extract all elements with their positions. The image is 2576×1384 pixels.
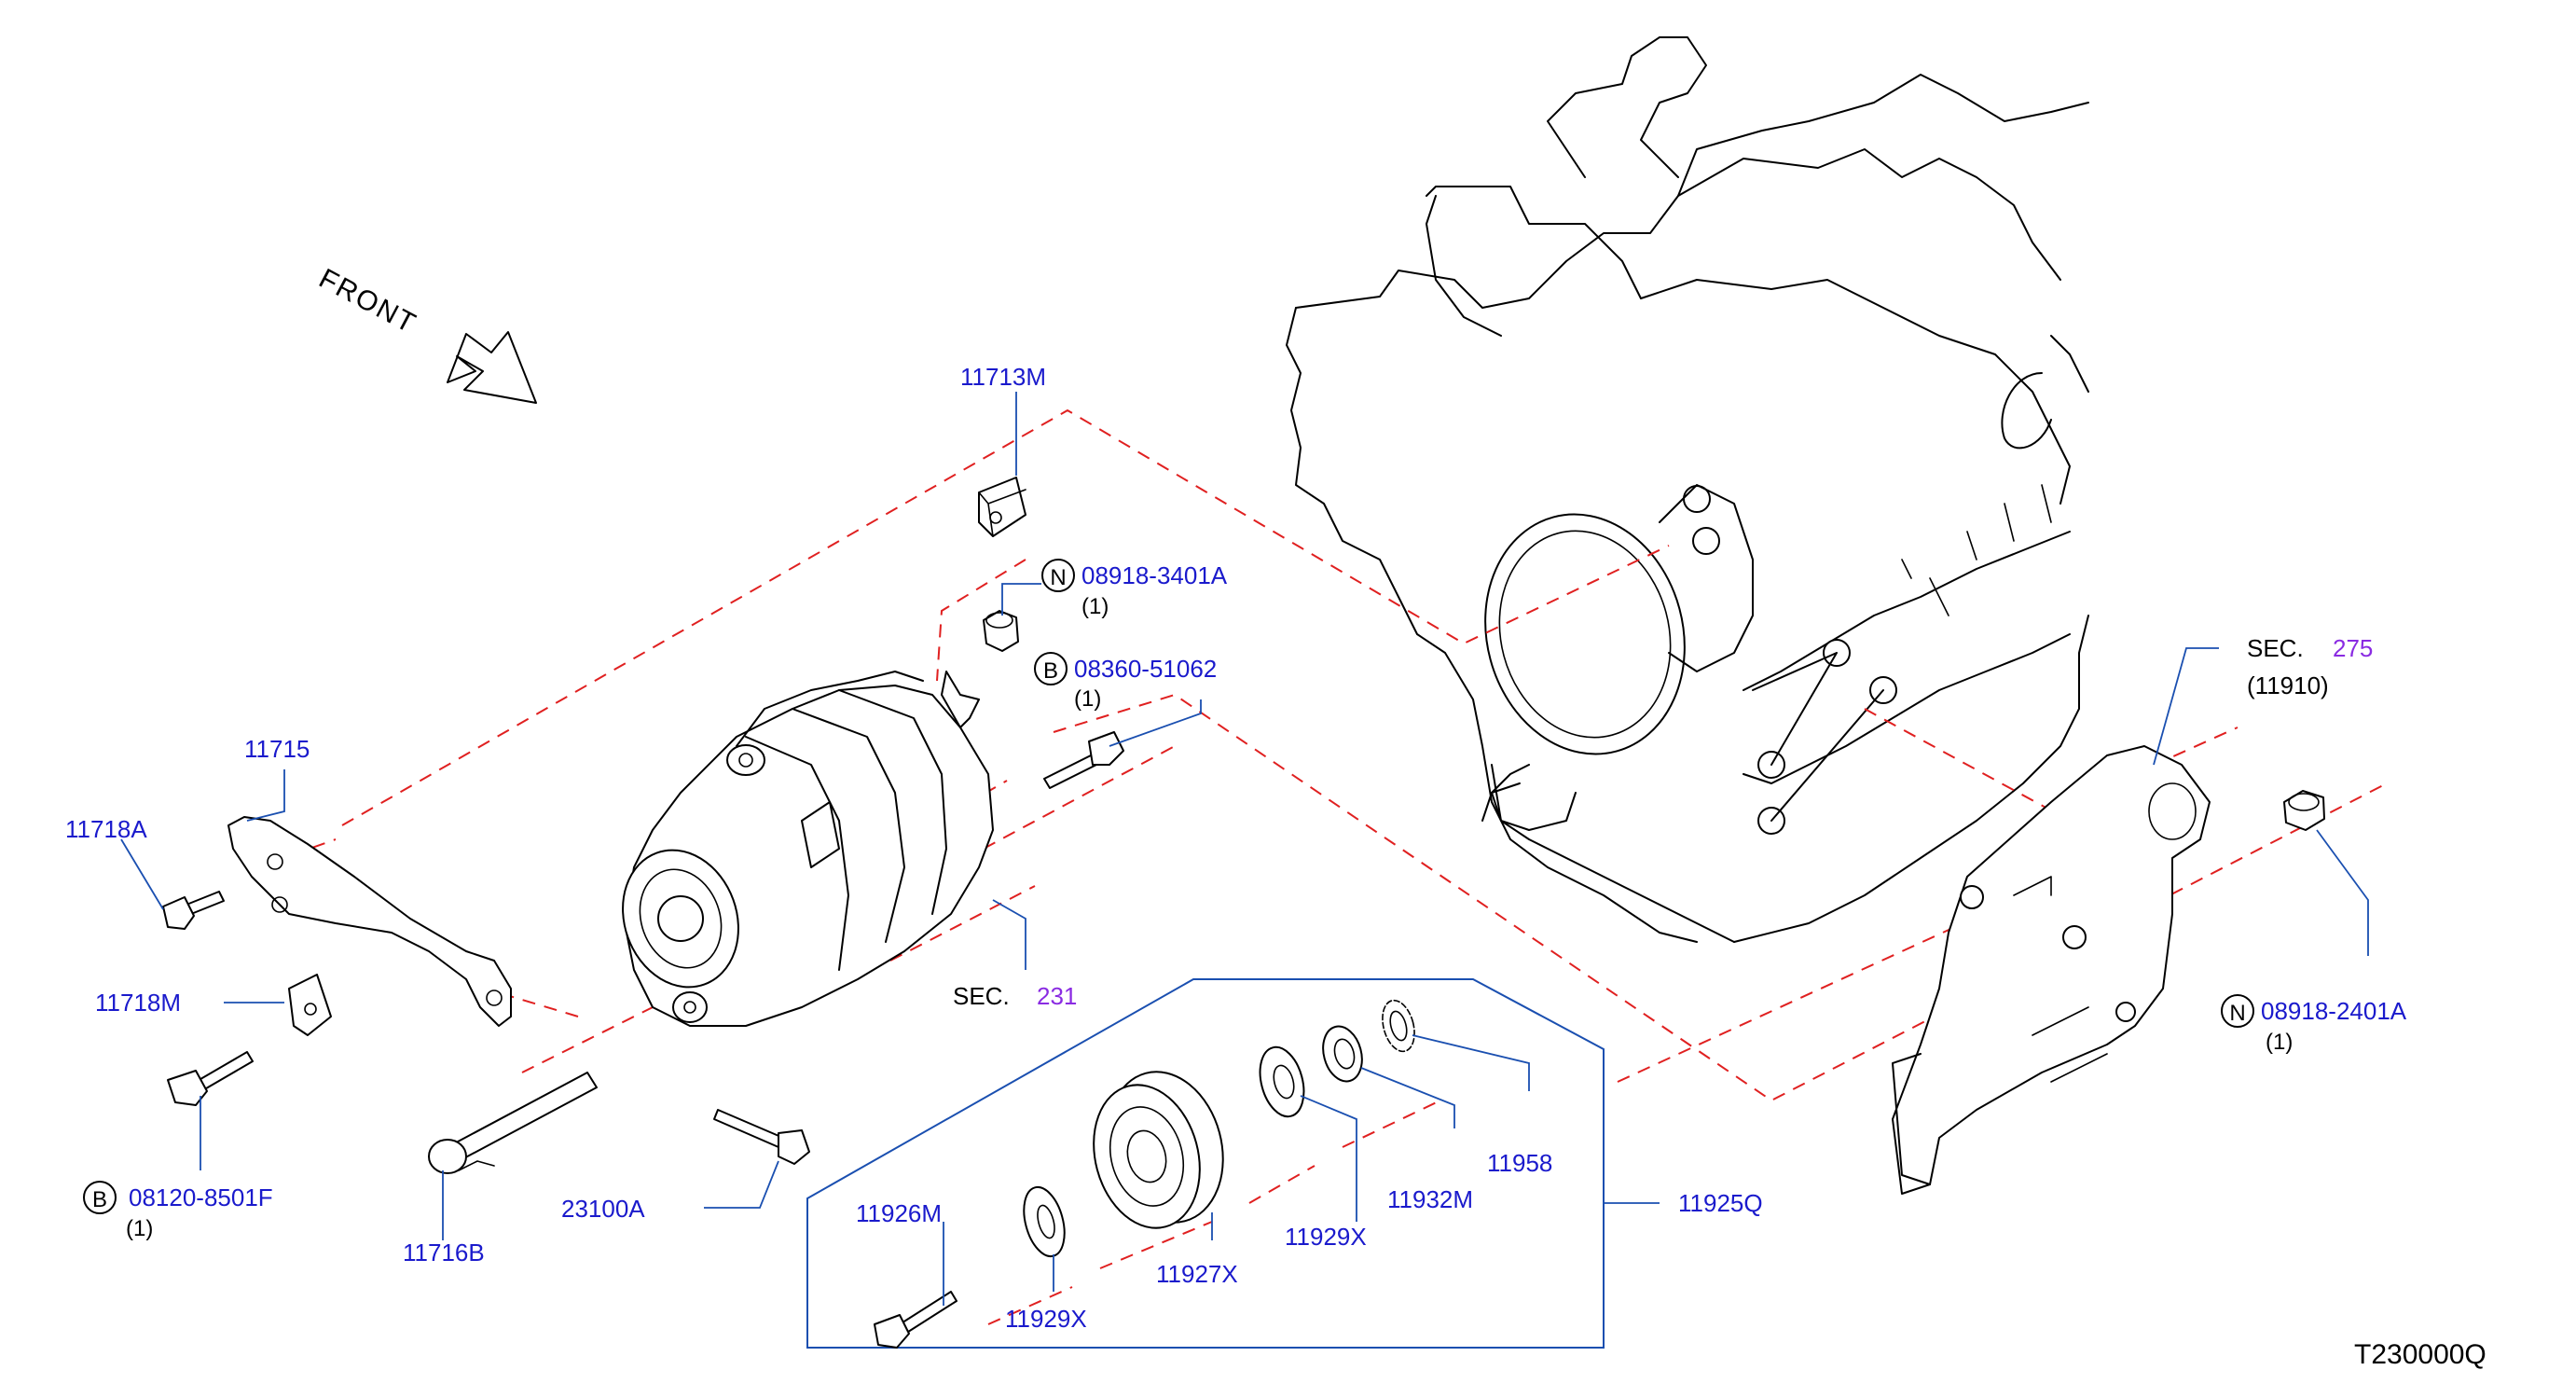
sec-231-number[interactable]: 231 <box>1037 982 1077 1010</box>
label-11716B[interactable]: 11716B <box>403 1239 485 1266</box>
pulley-11927X <box>1093 1071 1224 1229</box>
label-11715[interactable]: 11715 <box>244 735 310 763</box>
label-08360-51062[interactable]: 08360-51062 <box>1074 655 1217 683</box>
bolt-11718A <box>162 891 225 930</box>
bracket-11715 <box>227 816 512 1027</box>
qty-08918-2401A: (1) <box>2266 1030 2293 1055</box>
sheet-code: T230000Q <box>2354 1339 2486 1370</box>
alternator <box>622 671 994 1027</box>
sec-275-number[interactable]: 275 <box>2333 634 2373 662</box>
label-11926M[interactable]: 11926M <box>856 1199 942 1227</box>
label-11927X[interactable]: 11927X <box>1156 1260 1238 1288</box>
label-08918-3401A[interactable]: 08918-3401A <box>1081 561 1228 589</box>
label-11929X-b[interactable]: 11929X <box>1285 1223 1367 1251</box>
bolt-11716B <box>428 1072 598 1174</box>
qty-08918-3401A: (1) <box>1081 594 1109 619</box>
label-11910: (11910) <box>2247 671 2329 699</box>
prefix-n-1: N <box>1050 565 1066 590</box>
mount-bracket-11910 <box>1892 745 2211 1195</box>
bearing-11932M <box>1322 1025 1363 1083</box>
front-arrow-icon <box>447 331 537 404</box>
nut-08918-2401A <box>2283 790 2325 831</box>
label-11958[interactable]: 11958 <box>1487 1149 1552 1177</box>
washer-11929X-a <box>1023 1185 1066 1258</box>
sec-275-prefix: SEC. <box>2247 634 2304 662</box>
part-labels: 11713M 08918-3401A (1) 08360-51062 (1) 1… <box>65 363 2486 1370</box>
prefix-b-1: B <box>1043 658 1058 684</box>
spacer-11718M <box>288 974 332 1036</box>
leader-lines <box>120 392 2369 1306</box>
bolt-11926M <box>874 1291 957 1349</box>
idler-kit-box <box>806 978 1605 1349</box>
label-23100A[interactable]: 23100A <box>561 1195 645 1223</box>
sec-231-prefix: SEC. <box>953 982 1010 1010</box>
qty-08360-51062: (1) <box>1074 686 1101 712</box>
label-11932M[interactable]: 11932M <box>1387 1185 1473 1213</box>
front-indicator: FRONT <box>314 263 537 404</box>
bolt-08120-8501F <box>167 1051 254 1106</box>
nut-08918-3401A <box>983 610 1019 652</box>
washer-11929X-b <box>1259 1045 1305 1118</box>
prefix-b-2: B <box>92 1187 107 1212</box>
bolt-23100A <box>713 1109 810 1165</box>
front-label: FRONT <box>314 263 422 339</box>
label-11713M[interactable]: 11713M <box>960 363 1046 391</box>
label-11718A[interactable]: 11718A <box>65 815 147 843</box>
label-11718M[interactable]: 11718M <box>95 989 181 1017</box>
prefix-n-2: N <box>2229 1001 2245 1026</box>
label-08918-2401A[interactable]: 08918-2401A <box>2261 997 2407 1025</box>
engine-block-outline <box>1286 36 2089 943</box>
bolt-08360-51062 <box>1043 731 1124 789</box>
prefix-markers: N B B N <box>83 559 2254 1214</box>
qty-08120-8501F: (1) <box>126 1216 153 1241</box>
label-11929X-a[interactable]: 11929X <box>1005 1305 1087 1333</box>
label-08120-8501F[interactable]: 08120-8501F <box>129 1183 273 1211</box>
label-11925Q[interactable]: 11925Q <box>1678 1189 1763 1217</box>
snap-ring-11958 <box>1382 999 1415 1053</box>
spacer-11713M <box>978 477 1026 537</box>
